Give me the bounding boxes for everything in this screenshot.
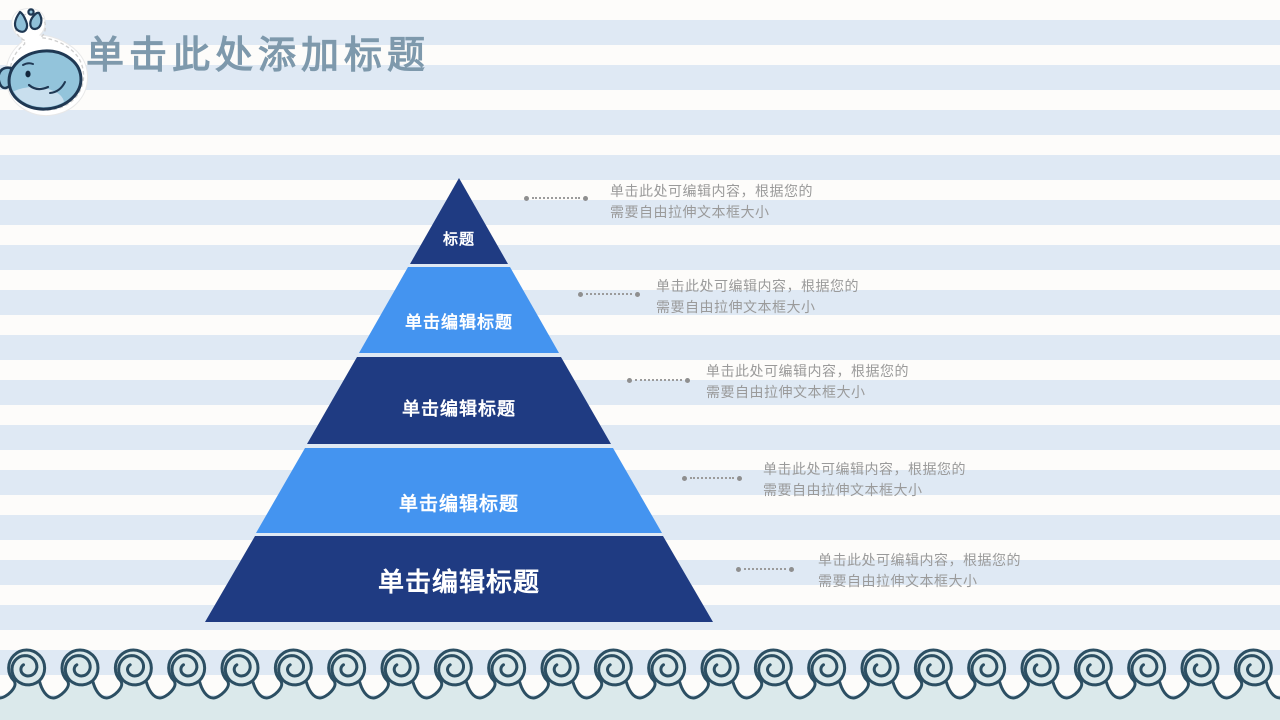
leader-dot-icon xyxy=(627,377,632,383)
dotted-line xyxy=(744,568,786,570)
leader-line-4 xyxy=(682,475,742,481)
leader-line-3 xyxy=(627,377,690,383)
whale-icon xyxy=(0,8,88,116)
leader-dot-icon xyxy=(583,195,588,201)
pyramid-level-5-label[interactable]: 单击编辑标题 xyxy=(378,567,540,597)
leader-line-5 xyxy=(736,566,794,572)
pyramid-level-3-label[interactable]: 单击编辑标题 xyxy=(402,398,516,419)
wave-spiral-icons xyxy=(10,654,1268,687)
pyramid-level-4[interactable] xyxy=(256,448,662,533)
leader-dot-icon xyxy=(635,291,640,297)
leader-dot-icon xyxy=(737,475,742,481)
leader-dot-icon xyxy=(524,195,529,201)
whale-fin xyxy=(49,81,66,94)
leader-line-1 xyxy=(524,195,588,201)
dotted-line xyxy=(635,379,682,381)
dotted-line xyxy=(532,197,580,199)
leader-line-2 xyxy=(578,291,640,297)
annotation-text-1[interactable]: 单击此处可编辑内容，根据您的需要自由拉伸文本框大小 xyxy=(610,183,813,220)
whale-spout-icon xyxy=(13,8,43,33)
leader-dot-icon xyxy=(736,566,741,572)
pyramid-level-1-label[interactable]: 标题 xyxy=(442,230,475,248)
dotted-line xyxy=(690,477,734,479)
whale-mouth xyxy=(27,83,50,91)
leader-dot-icon xyxy=(682,475,687,481)
dotted-line xyxy=(586,293,632,295)
leader-dot-icon xyxy=(685,377,690,383)
annotation-text-2[interactable]: 单击此处可编辑内容，根据您的需要自由拉伸文本框大小 xyxy=(656,278,859,315)
wave-fill xyxy=(0,649,1280,720)
pyramid-level-4-label[interactable]: 单击编辑标题 xyxy=(399,492,519,515)
whale-belly xyxy=(8,87,64,110)
whale-eyebrow xyxy=(22,62,34,66)
pyramid-level-1[interactable] xyxy=(410,178,508,264)
leader-dot-icon xyxy=(789,566,794,572)
annotation-text-3[interactable]: 单击此处可编辑内容，根据您的需要自由拉伸文本框大小 xyxy=(706,363,909,400)
pyramid-diagram: 标题 单击编辑标题 单击编辑标题 单击编辑标题 单击编辑标题 xyxy=(205,178,713,622)
pyramid-level-2-label[interactable]: 单击编辑标题 xyxy=(405,312,513,332)
leader-dot-icon xyxy=(578,291,583,297)
pyramid-level-3[interactable] xyxy=(307,357,611,444)
page-title[interactable]: 单击此处添加标题 xyxy=(86,35,431,77)
annotation-text-5[interactable]: 单击此处可编辑内容，根据您的需要自由拉伸文本框大小 xyxy=(818,552,1021,589)
wave-outline xyxy=(0,648,1280,700)
annotation-text-4[interactable]: 单击此处可编辑内容，根据您的需要自由拉伸文本框大小 xyxy=(763,461,966,498)
pyramid-level-2[interactable] xyxy=(359,267,559,353)
wave-border xyxy=(0,648,1280,720)
pyramid-level-5[interactable] xyxy=(205,536,713,622)
whale-eye xyxy=(25,70,31,78)
